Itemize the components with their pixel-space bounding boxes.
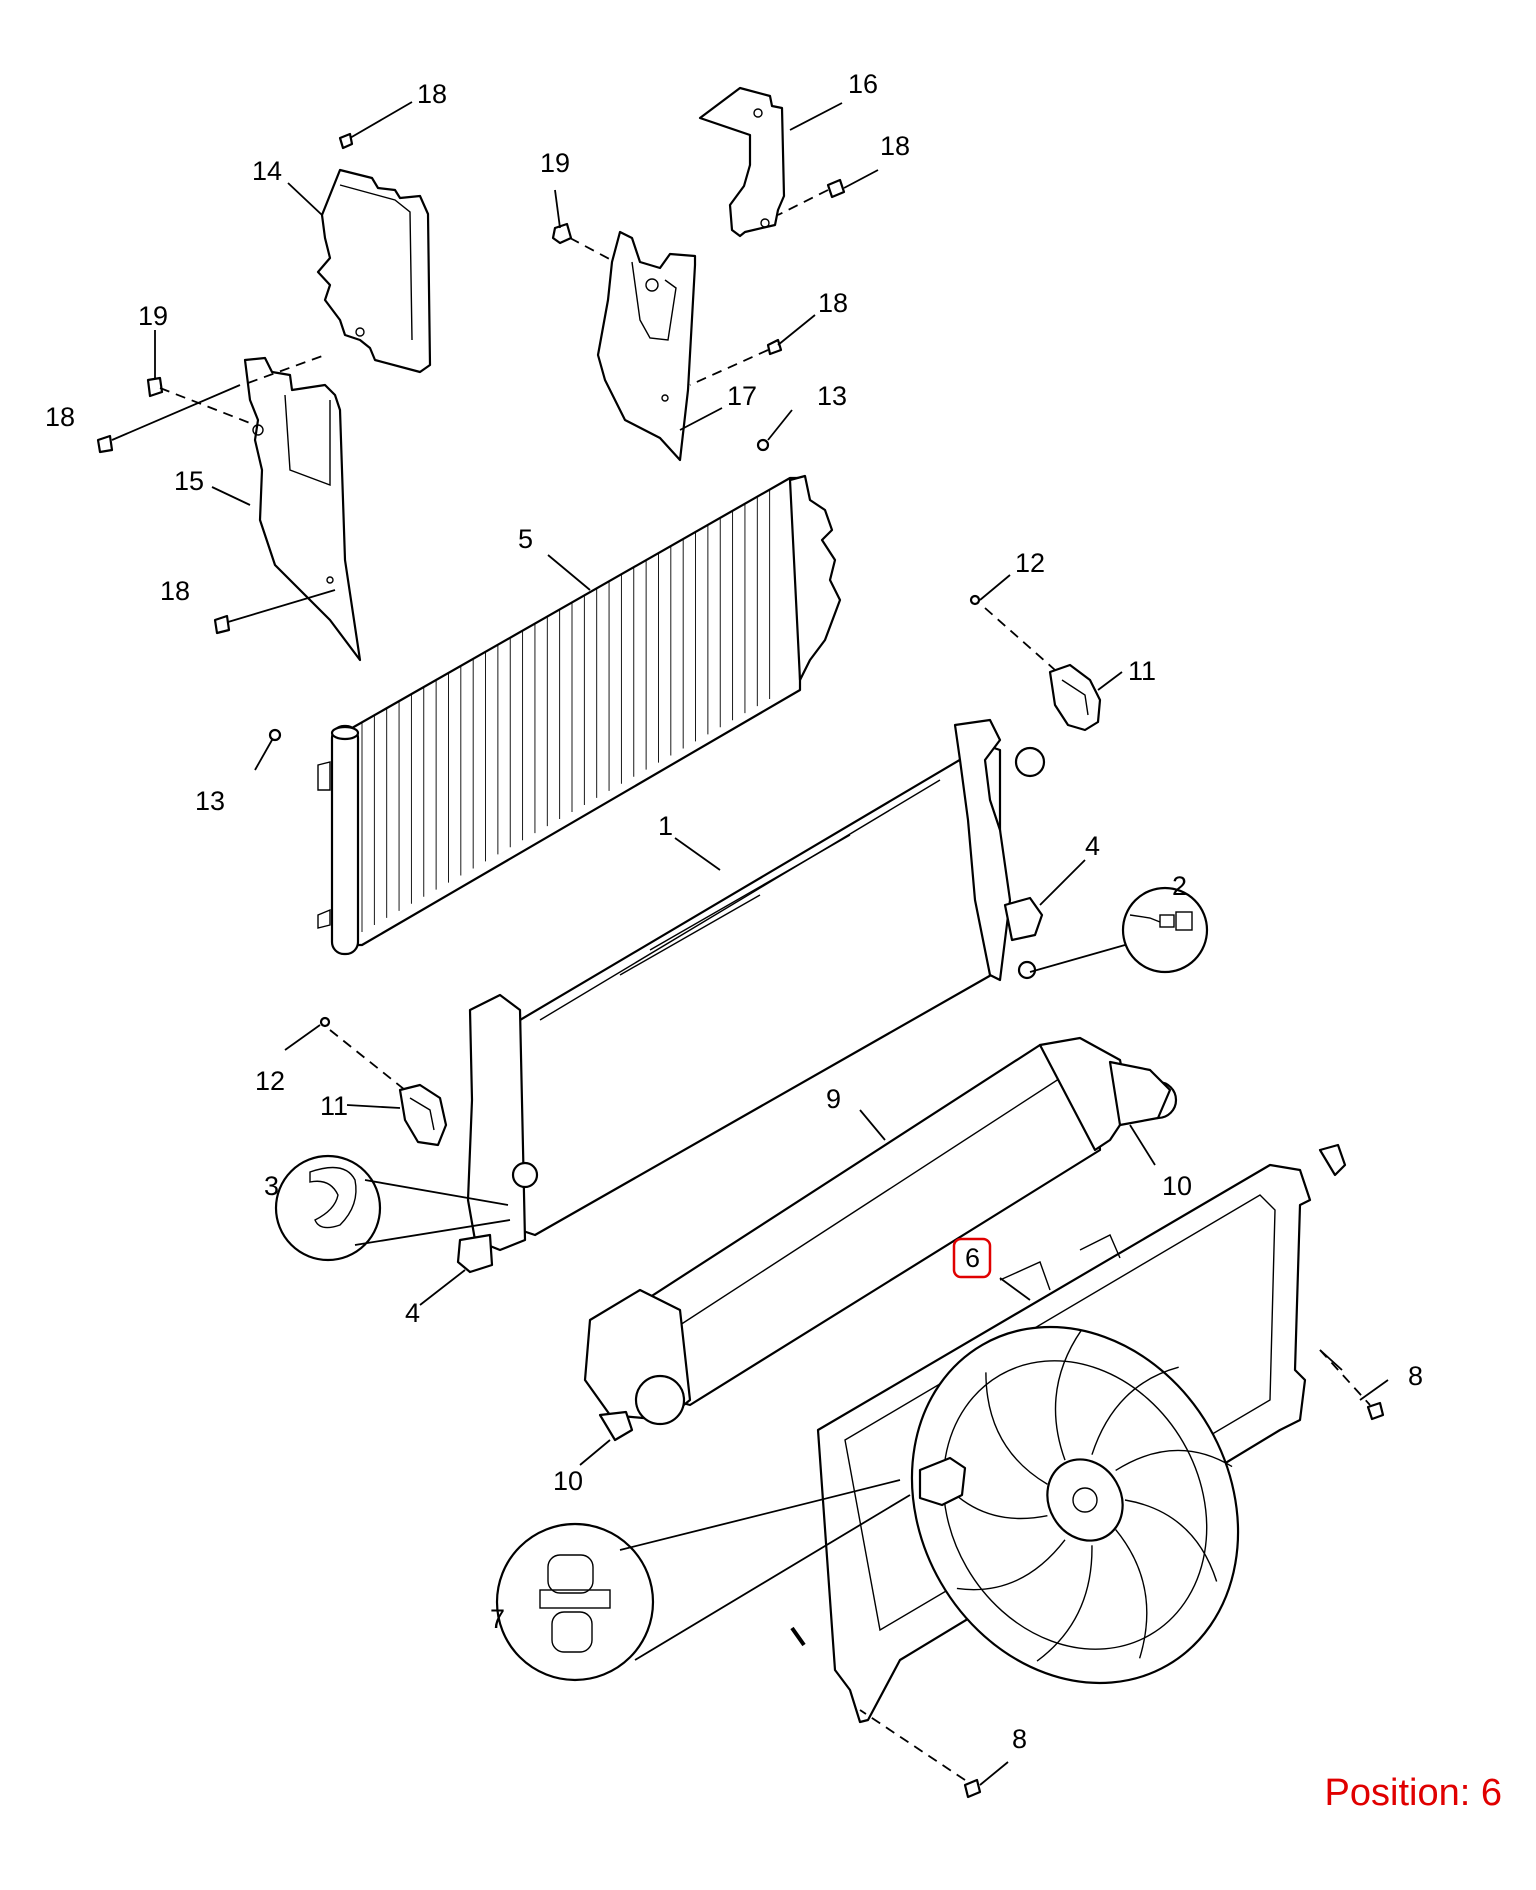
callout-8-right: 8 [1408, 1361, 1423, 1391]
callout-14: 14 [252, 156, 282, 186]
callout-10-right: 10 [1162, 1171, 1192, 1201]
callout-12-upper: 12 [1015, 548, 1045, 578]
callout-18-right-lower: 18 [818, 288, 848, 318]
callout-11-upper: 11 [1128, 656, 1156, 686]
condenser-5 [317, 474, 842, 956]
radiator-1 [456, 718, 1046, 1274]
leader-lines [111, 101, 1389, 1786]
callout-7: 7 [490, 1604, 505, 1634]
callout-4-upper: 4 [1085, 831, 1100, 861]
callout-11-lower: 11 [320, 1091, 348, 1121]
callout-18-right-upper: 18 [880, 131, 910, 161]
detail-circle-7 [495, 1522, 655, 1682]
callout-19-left: 19 [138, 301, 168, 331]
insulator-11-lower [398, 1083, 448, 1147]
callouts: 1 2 3 4 4 5 6 7 8 8 9 10 10 11 11 12 12 … [45, 69, 1423, 1754]
callout-18-top: 18 [417, 79, 447, 109]
callout-9: 9 [826, 1084, 841, 1114]
fan-shroud-6 [816, 1143, 1347, 1724]
callout-17: 17 [727, 381, 757, 411]
callout-12-lower: 12 [255, 1066, 285, 1096]
detail-circle-3 [274, 1154, 382, 1262]
air-baffle-17 [596, 230, 697, 462]
detail-circle-2 [1121, 886, 1209, 974]
callout-10-left: 10 [553, 1466, 583, 1496]
callout-8-bottom: 8 [1012, 1724, 1027, 1754]
air-baffle-14 [316, 168, 432, 374]
callout-18-left-lower: 18 [160, 576, 190, 606]
callout-15: 15 [174, 466, 204, 496]
callout-6: 6 [965, 1243, 980, 1273]
callout-5: 5 [518, 524, 533, 554]
callout-19-center: 19 [540, 148, 570, 178]
bracket-16 [698, 86, 786, 238]
callout-3: 3 [264, 1171, 279, 1201]
callout-6-highlight [952, 1237, 992, 1279]
callout-13-upper: 13 [817, 381, 847, 411]
fasteners [96, 132, 1385, 1799]
callout-16: 16 [848, 69, 878, 99]
callout-4-lower: 4 [405, 1298, 420, 1328]
charge-air-cooler-9 [583, 1036, 1178, 1442]
air-baffle-15 [243, 356, 362, 662]
position-caption: Position: 6 [1324, 1772, 1502, 1814]
callout-13-lower: 13 [195, 786, 225, 816]
callout-2: 2 [1172, 871, 1187, 901]
callout-1: 1 [658, 811, 673, 841]
callout-18-left: 18 [45, 402, 75, 432]
insulator-11-upper [1048, 663, 1102, 732]
